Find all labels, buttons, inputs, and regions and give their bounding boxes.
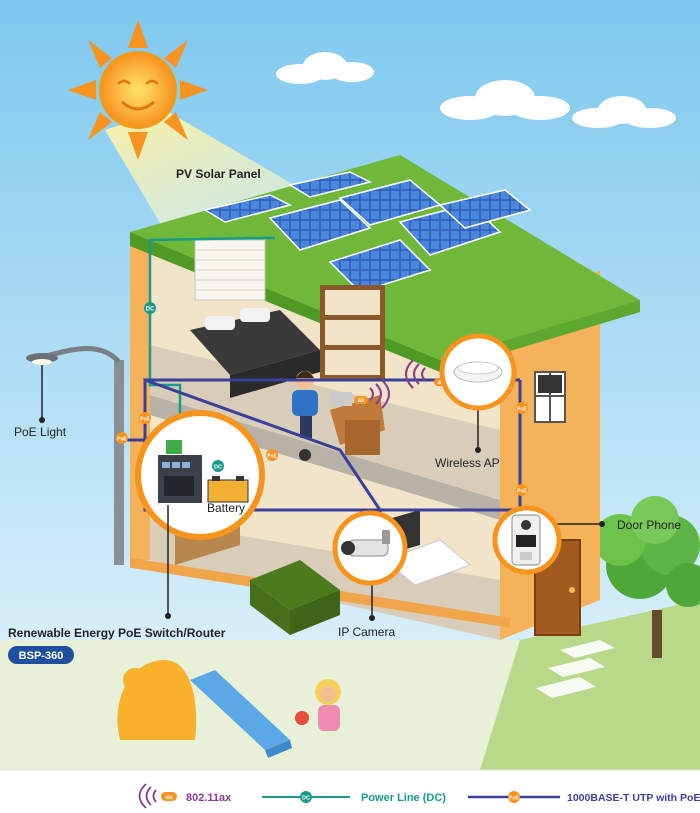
wireless-ap-callout bbox=[439, 333, 517, 453]
child bbox=[295, 679, 341, 731]
dc-badge: DC bbox=[144, 302, 156, 314]
svg-text:ax: ax bbox=[165, 794, 173, 801]
poe-badge: PoE bbox=[139, 412, 151, 424]
door-phone-label: Door Phone bbox=[617, 518, 681, 532]
switch-leader bbox=[165, 505, 171, 619]
poe-badge: PoE bbox=[116, 432, 128, 444]
model-badge: BSP-360 bbox=[8, 646, 74, 664]
legend: ax 802.11ax DC Power Line (DC) PoE 1000B… bbox=[0, 769, 700, 813]
playground-slide bbox=[117, 660, 292, 758]
svg-text:DC: DC bbox=[214, 465, 222, 471]
legend-label: 1000BASE-T UTP with PoE bbox=[567, 792, 700, 804]
poe-light-leader bbox=[39, 365, 45, 423]
tree bbox=[594, 496, 700, 658]
bookshelf bbox=[320, 285, 385, 380]
svg-text:DC: DC bbox=[302, 796, 310, 802]
wifi-waves-icon bbox=[369, 359, 426, 409]
poe-light-label: PoE Light bbox=[14, 425, 67, 439]
wifi-legend-icon bbox=[138, 783, 157, 809]
poe-badge: PoE bbox=[266, 449, 278, 461]
pv-solar-panel-label: PV Solar Panel bbox=[176, 167, 261, 181]
legend-item-wifi: ax 802.11ax bbox=[138, 783, 232, 809]
bed bbox=[190, 308, 320, 398]
ip-camera-label: IP Camera bbox=[338, 625, 395, 639]
desk bbox=[330, 395, 385, 455]
svg-text:PoE: PoE bbox=[517, 407, 527, 413]
battery-label: Battery bbox=[207, 501, 245, 515]
svg-text:PoE: PoE bbox=[509, 796, 519, 802]
legend-label: 802.11ax bbox=[186, 792, 232, 804]
ip-camera-callout bbox=[332, 510, 408, 621]
door-phone-callout bbox=[492, 505, 605, 575]
poe-badge: PoE bbox=[516, 402, 528, 414]
svg-text:PoE: PoE bbox=[140, 417, 150, 423]
svg-text:DC: DC bbox=[146, 307, 155, 313]
product-name-label: Renewable Energy PoE Switch/Router bbox=[8, 626, 226, 640]
solar-panels bbox=[203, 171, 532, 293]
poe-light-pole bbox=[26, 346, 124, 565]
svg-text:PoE: PoE bbox=[517, 489, 527, 495]
svg-text:ax: ax bbox=[358, 398, 365, 404]
switch-callout: DC Battery bbox=[135, 410, 265, 540]
legend-item-poe: PoE 1000BASE-T UTP with PoE bbox=[468, 791, 700, 804]
ax-badge: ax bbox=[354, 396, 368, 404]
svg-text:PoE: PoE bbox=[267, 454, 277, 460]
house-window bbox=[534, 371, 566, 423]
poe-badge: PoE bbox=[516, 484, 528, 496]
legend-label: Power Line (DC) bbox=[361, 792, 446, 804]
legend-item-dc: DC Power Line (DC) bbox=[262, 791, 446, 804]
clouds bbox=[276, 52, 676, 128]
bedroom-window-blinds bbox=[194, 239, 266, 301]
stepping-stones bbox=[536, 640, 615, 698]
sun-icon bbox=[68, 20, 208, 160]
svg-text:PoE: PoE bbox=[117, 437, 127, 443]
sofa bbox=[250, 560, 340, 635]
wireless-ap-label: Wireless AP bbox=[435, 456, 500, 470]
svg-text:BSP-360: BSP-360 bbox=[19, 650, 64, 662]
